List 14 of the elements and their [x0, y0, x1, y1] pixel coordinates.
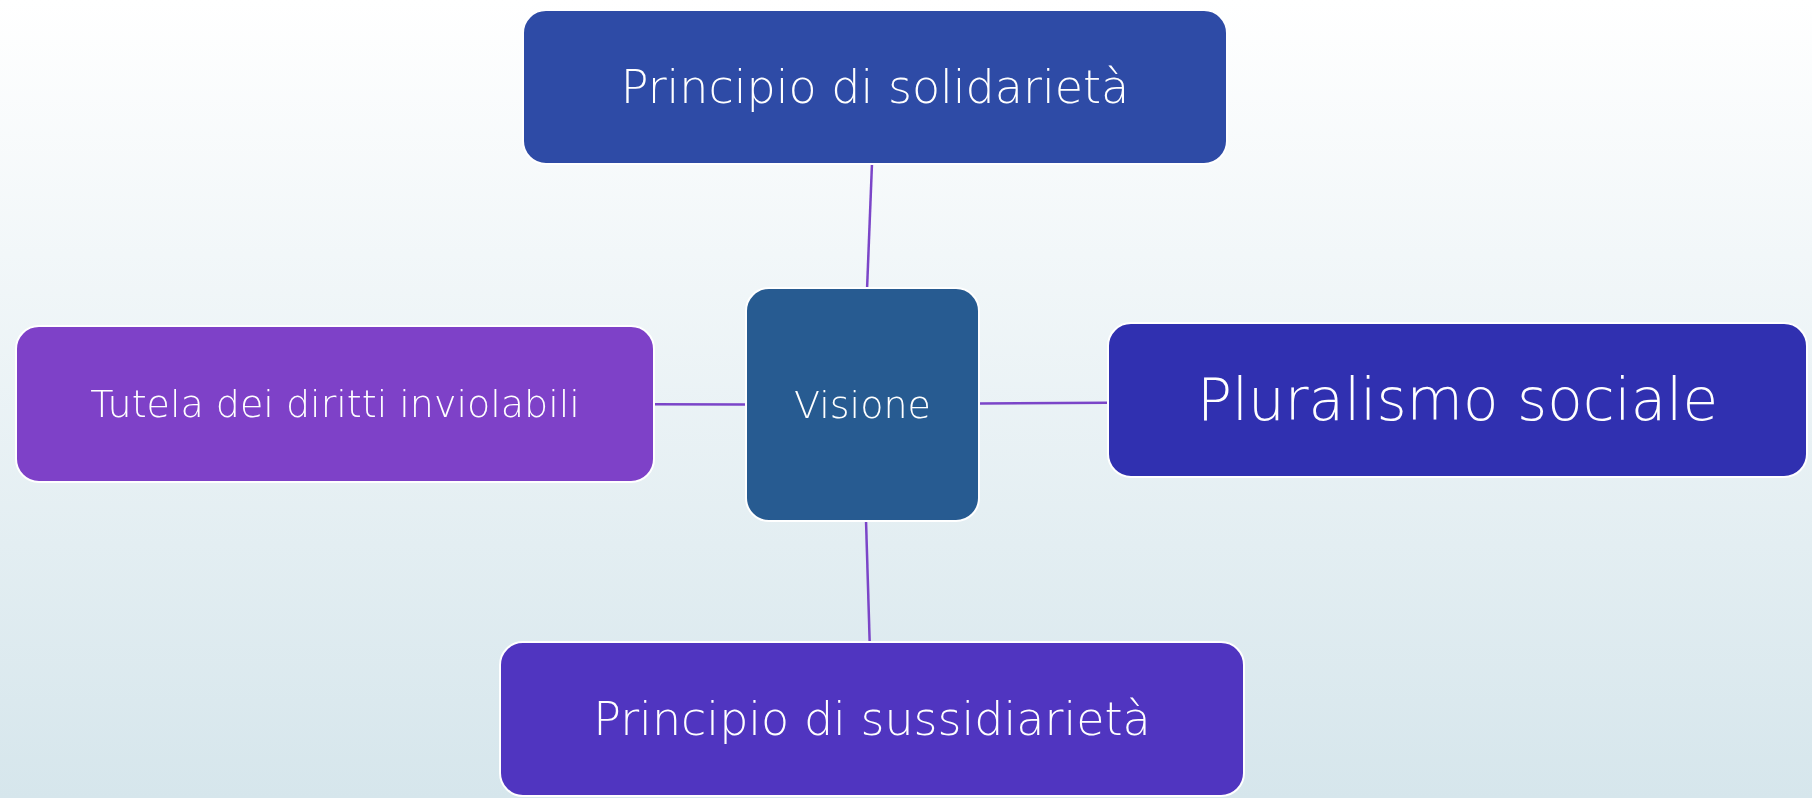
topic-box [522, 9, 1228, 165]
topic-box [1107, 322, 1808, 478]
node-label: Principio di solidarietà [619, 60, 1131, 114]
node-label: Tutela dei diritti inviolabili [89, 382, 581, 426]
connector-line [864, 521, 871, 642]
node-label: Principio di sussidiarietà [592, 692, 1152, 746]
center-box [745, 287, 980, 522]
connector-line [980, 401, 1107, 405]
node-label: Visione [793, 382, 932, 427]
topic-box [499, 641, 1245, 797]
connector-line [865, 164, 874, 288]
node-label: Pluralismo sociale [1195, 366, 1720, 434]
connector-line [655, 403, 745, 406]
topic-box [15, 325, 655, 483]
